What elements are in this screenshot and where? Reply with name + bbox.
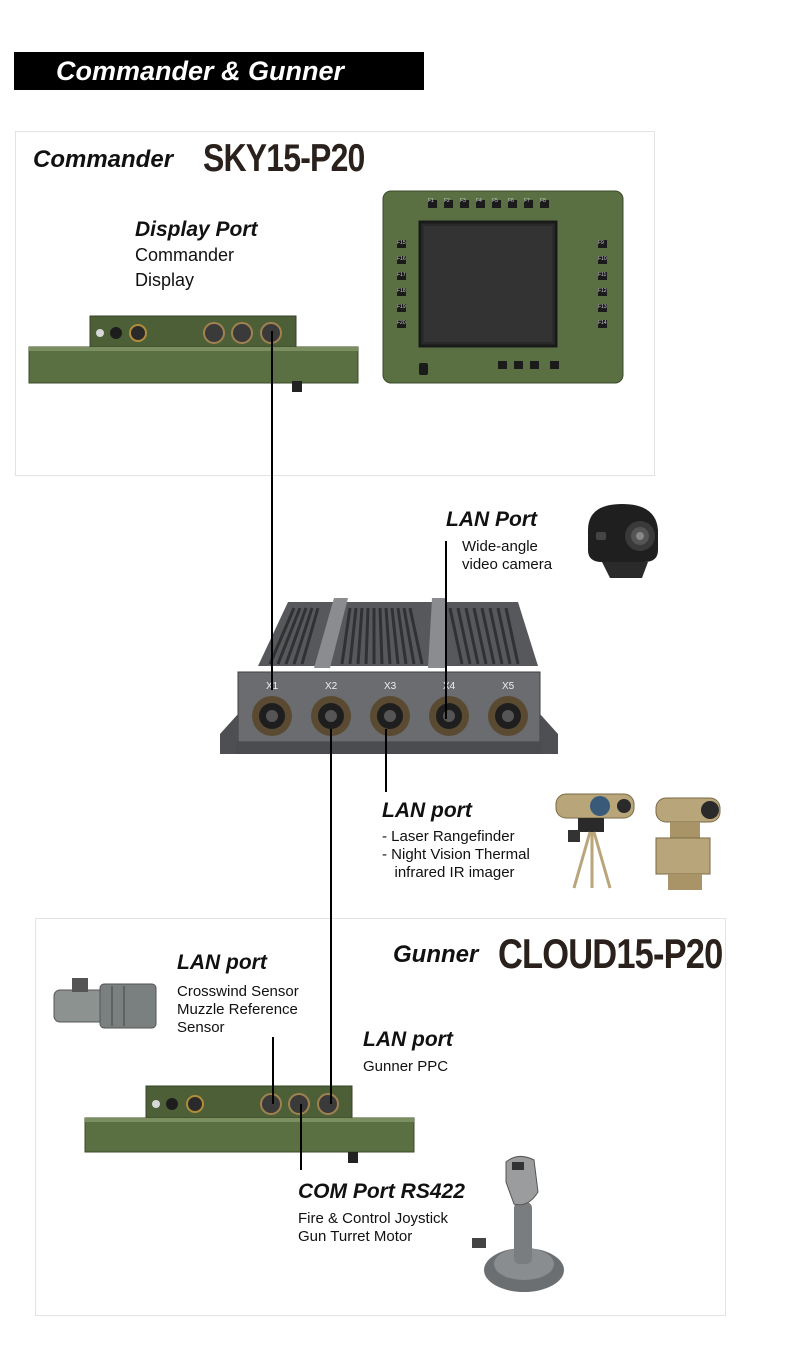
commander-computer xyxy=(28,314,360,394)
lan-camera-desc-line: Wide-angle xyxy=(462,538,538,555)
lan-camera-title: LAN Port xyxy=(446,508,537,531)
display-key[interactable]: F7 xyxy=(524,198,530,204)
commander-role-label: Commander xyxy=(33,146,174,173)
display-key[interactable]: F10 xyxy=(598,256,607,262)
lan-sensors-desc: - Laser Rangefinder - Night Vision Therm… xyxy=(382,828,557,882)
hub-port-label-x3: X3 xyxy=(384,681,397,692)
connector-crosswind-to-gunner xyxy=(272,1037,274,1104)
connector-camera-to-x4 xyxy=(445,541,447,719)
rangefinder-icon xyxy=(552,788,636,892)
lan-ppc-desc-line: Gunner PPC xyxy=(363,1058,449,1075)
hub-port-label-x4: X4 xyxy=(443,681,456,692)
display-key[interactable]: F11 xyxy=(598,272,607,278)
connector-x3-to-sensors xyxy=(385,729,387,792)
lan-sensors-desc-line: infrared IR imager xyxy=(382,864,515,881)
com-port-title: COM Port RS422 xyxy=(298,1180,465,1203)
lan-camera-desc-line: video camera xyxy=(462,556,553,573)
joystick-icon xyxy=(468,1152,568,1296)
display-key[interactable]: F15 xyxy=(397,240,406,246)
connector-display-to-x1 xyxy=(271,331,273,690)
page-title: Commander & Gunner xyxy=(56,56,345,86)
display-key[interactable]: F14 xyxy=(598,320,607,326)
hub-port-label-x2: X2 xyxy=(325,681,338,692)
display-key[interactable]: F2 xyxy=(444,198,450,204)
thermal-imager-icon xyxy=(648,794,724,894)
display-port-desc-line: Commander xyxy=(135,245,235,265)
commander-model-label: SKY15-P20 xyxy=(203,137,365,180)
display-key[interactable]: F16 xyxy=(397,256,406,262)
gunner-role-label: Gunner xyxy=(393,941,479,968)
display-key[interactable]: F17 xyxy=(397,272,406,278)
display-port-desc: Commander Display xyxy=(135,243,335,293)
com-port-desc-line: Gun Turret Motor xyxy=(298,1228,413,1245)
display-keys-left: F15 F16 F17 F18 F19 F20 xyxy=(397,238,409,334)
hub-port-label-x5: X5 xyxy=(502,681,515,692)
lan-crosswind-title: LAN port xyxy=(177,951,267,974)
lan-camera-desc: Wide-angle video camera xyxy=(446,538,596,574)
lan-sensors-title: LAN port xyxy=(382,799,472,822)
page-title-bar: Commander & Gunner xyxy=(14,52,424,90)
lan-crosswind-desc-line: Sensor xyxy=(177,1019,225,1036)
lan-crosswind-desc-line: Crosswind Sensor xyxy=(177,983,299,1000)
lan-sensors-annotation: LAN port - Laser Rangefinder - Night Vis… xyxy=(382,799,557,882)
display-key[interactable]: F12 xyxy=(598,288,607,294)
lan-ppc-annotation: LAN port Gunner PPC xyxy=(363,1028,503,1076)
gunner-computer xyxy=(84,1084,416,1166)
lan-ppc-title: LAN port xyxy=(363,1028,453,1051)
display-port-desc-line: Display xyxy=(135,270,195,290)
display-keys-top: F1 F2 F3 F4 F5 F6 F7 F8 xyxy=(428,198,564,208)
lan-sensors-desc-line: - Laser Rangefinder xyxy=(382,828,515,845)
lan-ppc-desc: Gunner PPC xyxy=(363,1058,503,1076)
display-key[interactable]: F3 xyxy=(460,198,466,204)
display-key[interactable]: F8 xyxy=(540,198,546,204)
lan-crosswind-desc: Crosswind Sensor Muzzle Reference Sensor xyxy=(177,983,337,1037)
connector-x2-to-gunner-ppc xyxy=(330,729,332,1104)
crosswind-sensor-icon xyxy=(52,972,158,1034)
display-key[interactable]: F9 xyxy=(598,240,604,246)
com-port-desc-line: Fire & Control Joystick xyxy=(298,1210,449,1227)
display-key[interactable]: F18 xyxy=(397,288,406,294)
lan-camera-annotation: LAN Port Wide-angle video camera xyxy=(446,508,596,574)
gunner-model-label: CLOUD15-P20 xyxy=(498,930,723,977)
display-key[interactable]: F13 xyxy=(598,304,607,310)
gunner-heading: Gunner CLOUD15-P20 xyxy=(393,925,723,977)
display-port-title: Display Port xyxy=(135,218,258,241)
display-key[interactable]: F20 xyxy=(397,320,406,326)
camera-icon xyxy=(578,500,664,580)
display-key[interactable]: F19 xyxy=(397,304,406,310)
display-key[interactable]: F6 xyxy=(508,198,514,204)
lan-sensors-desc-line: - Night Vision Thermal xyxy=(382,846,530,863)
com-port-desc: Fire & Control Joystick Gun Turret Motor xyxy=(298,1210,498,1246)
display-key[interactable]: F4 xyxy=(476,198,482,204)
display-keys-right: F9 F10 F11 F12 F13 F14 xyxy=(598,238,610,334)
commander-heading: Commander SKY15-P20 xyxy=(33,135,453,185)
com-port-annotation: COM Port RS422 Fire & Control Joystick G… xyxy=(298,1180,498,1246)
connector-gunner-to-com xyxy=(300,1104,302,1170)
lan-crosswind-annotation: LAN port Crosswind Sensor Muzzle Referen… xyxy=(177,951,337,1037)
commander-display xyxy=(382,190,624,384)
lan-crosswind-desc-line: Muzzle Reference xyxy=(177,1001,298,1018)
display-key[interactable]: F5 xyxy=(492,198,498,204)
display-port-annotation: Display Port Commander Display xyxy=(135,218,335,293)
central-computer xyxy=(218,594,560,756)
display-key[interactable]: F1 xyxy=(428,198,434,204)
